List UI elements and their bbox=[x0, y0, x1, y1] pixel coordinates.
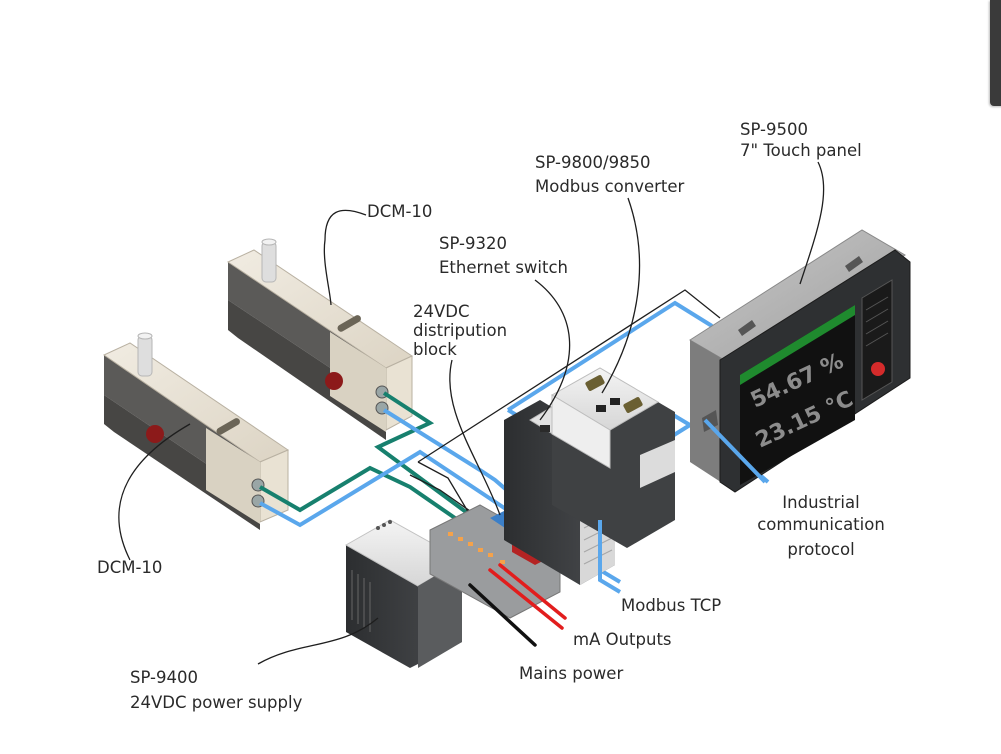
leader-power-supply bbox=[257, 617, 379, 665]
dcm-logo-icon bbox=[146, 425, 164, 443]
leader-modbus-converter bbox=[601, 197, 641, 394]
industrial-protocol-cable bbox=[703, 418, 767, 484]
leader-touch-panel bbox=[799, 161, 825, 285]
leader-dcm-top bbox=[323, 209, 367, 306]
leader-ethernet-switch bbox=[534, 279, 571, 421]
leader-lines bbox=[118, 161, 825, 665]
dcm-10-sensor-top bbox=[226, 238, 414, 440]
label-power-supply-name: 24VDC power supply bbox=[130, 693, 303, 712]
stop-button-icon bbox=[871, 362, 885, 376]
screen-header-bar bbox=[740, 305, 855, 385]
sensor-probe bbox=[137, 335, 153, 377]
signal-wires bbox=[409, 289, 721, 519]
label-modbus-converter-model: SP-9800/9850 bbox=[535, 153, 651, 172]
ma-output-wire bbox=[498, 563, 567, 620]
label-touch-panel-name: 7" Touch panel bbox=[740, 141, 862, 160]
label-protocol-line1: Industrial bbox=[782, 493, 859, 512]
labels: SP-9500 7" Touch panel SP-9800/9850 Modb… bbox=[97, 120, 885, 712]
label-protocol-line2: communication bbox=[757, 515, 885, 534]
label-protocol-line3: protocol bbox=[787, 540, 854, 559]
leader-distribution-block bbox=[449, 359, 501, 516]
dcm-logo-icon bbox=[325, 372, 343, 390]
sensor-cables bbox=[259, 391, 562, 547]
label-ethernet-switch-name: Ethernet switch bbox=[439, 258, 568, 277]
sp-9500-touch-panel: 54.67 % 23.15 °C bbox=[689, 229, 911, 493]
label-dcm-bottom: DCM-10 bbox=[97, 558, 162, 577]
bus-cable-bottom bbox=[259, 449, 562, 547]
db9-port bbox=[585, 375, 605, 391]
label-dcm-top: DCM-10 bbox=[367, 202, 432, 221]
label-ma-outputs: mA Outputs bbox=[573, 630, 672, 649]
label-distribution-line3: block bbox=[413, 340, 457, 359]
label-modbus-tcp: Modbus TCP bbox=[621, 596, 721, 615]
modbus-tcp-cable bbox=[598, 520, 622, 594]
dcm-10-sensor-bottom bbox=[102, 332, 290, 530]
sp-9800-modbus-converter bbox=[551, 367, 675, 548]
sensor-cable-top bbox=[374, 391, 472, 517]
label-distribution-line2: distripution bbox=[413, 321, 507, 340]
label-modbus-converter-name: Modbus converter bbox=[535, 177, 685, 196]
scrollbar-thumb[interactable] bbox=[990, 0, 1001, 106]
ma-output-wire bbox=[488, 568, 564, 630]
db9-port bbox=[623, 397, 643, 413]
mains-wire bbox=[468, 583, 537, 647]
label-touch-panel-model: SP-9500 bbox=[740, 120, 808, 139]
sensor-cable-bottom bbox=[259, 465, 470, 529]
output-wires bbox=[468, 563, 567, 647]
label-ethernet-switch-model: SP-9320 bbox=[439, 234, 507, 253]
leader-dcm-bottom bbox=[118, 423, 191, 561]
label-mains-power: Mains power bbox=[519, 664, 623, 683]
sensor-probe bbox=[261, 241, 277, 283]
label-distribution-line1: 24VDC bbox=[413, 302, 470, 321]
label-power-supply-model: SP-9400 bbox=[130, 668, 198, 687]
